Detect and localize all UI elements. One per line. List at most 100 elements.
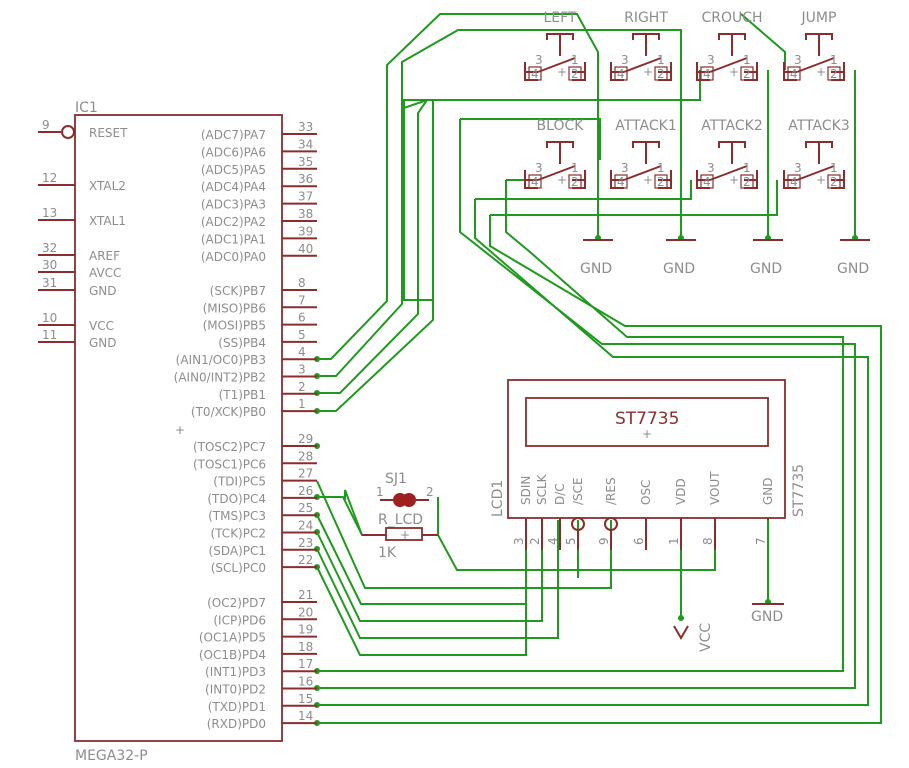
solder-jumper-sj1: SJ1 1 2 [376, 471, 434, 507]
ic-pin-number: 24 [298, 519, 313, 533]
button-label: BLOCK [537, 118, 585, 134]
ic-right-pin-3: 3 (AIN0/INT2)PB2 [174, 363, 317, 385]
ic-pin-number: 3 [298, 363, 306, 377]
lcd-gnd-label: GND [751, 609, 783, 625]
lcd-pin-name: D/C [553, 483, 567, 505]
ic-pin-number: 35 [298, 155, 313, 169]
ic-right-pin-6: 6 (MOSI)PB5 [203, 311, 317, 333]
ic-pin-name: (ICP)PD6 [213, 613, 266, 627]
ic-pin-name: VCC [89, 319, 114, 333]
ic-pin-name: (MOSI)PB5 [203, 319, 266, 333]
button-pin-4: 4 [617, 175, 625, 189]
ic-pin-name: (RXD)PD0 [207, 717, 266, 731]
jumper-pin1: 1 [376, 485, 384, 499]
ic-pin-name: (INT0)PD2 [205, 683, 266, 697]
ic-pin-number: 19 [298, 623, 313, 637]
lcd-pin-number: 1 [667, 537, 681, 545]
ic-right-pin-23: 23(SDA)PC1 [209, 536, 317, 558]
lcd-name: LCD1 [490, 480, 506, 517]
lcd-pin-number: 9 [597, 537, 611, 545]
gnd-symbol-4: GND [837, 239, 870, 277]
ic-pin-number: 21 [298, 588, 313, 602]
ic-pin-name: (SDA)PC1 [209, 544, 266, 558]
ic-pin-number: 29 [298, 432, 313, 446]
button-pin-2: 2 [657, 175, 665, 189]
ic-pin-name: (ADC5)PA5 [201, 163, 266, 177]
svg-text:+: + [729, 65, 739, 79]
ic-right-pin-39: 39(ADC1)PA1 [201, 224, 317, 246]
wire-attack2 [317, 215, 882, 724]
ic-pin-number: 11 [42, 328, 57, 342]
svg-text:+: + [400, 528, 410, 542]
svg-text:+: + [643, 65, 653, 79]
gnd-symbol-2: GND [663, 239, 696, 277]
ic-origin-mark: + [175, 423, 185, 437]
lcd-pin-name: OSC [639, 480, 653, 505]
ic-pin-number: 9 [42, 118, 50, 132]
button-label: CROUCH [701, 10, 762, 26]
ic-pin-number: 12 [42, 171, 57, 185]
wire-jump-link [403, 100, 433, 301]
ic-pin-name: (T1)PB1 [219, 388, 266, 402]
lcd-gnd-symbol: GND [751, 520, 784, 625]
wire-jumper-loop [344, 489, 363, 536]
ic-pin-number: 36 [298, 172, 313, 186]
ic-right-pin-36: 36(ADC4)PA4 [201, 172, 317, 194]
ic-right-pin-21: 21(OC2)PD7 [207, 588, 317, 610]
button-pin-3: 3 [794, 53, 802, 67]
button-pin-4: 4 [790, 175, 798, 189]
lcd-pin-number: 8 [701, 537, 715, 545]
ic-pin-name: (SCL)PC0 [211, 561, 266, 575]
wires [316, 13, 882, 724]
button-label: ATTACK2 [701, 118, 762, 134]
button-pin-2: 2 [657, 67, 665, 81]
button-pin-2: 2 [743, 175, 751, 189]
button-pin-3: 3 [621, 161, 629, 175]
ic-pin-number: 28 [298, 449, 313, 463]
wire-pc0-sce [316, 566, 527, 656]
wire-row1-to-rows2 [460, 118, 601, 160]
ic-pin-number: 6 [298, 311, 306, 325]
ic-pin-number: 34 [298, 137, 313, 151]
gnd-label: GND [750, 261, 782, 277]
button-pin-3: 3 [535, 161, 543, 175]
ic-right-pin-40: 40(ADC0)PA0 [201, 242, 317, 264]
lcd-pin-name: SCLK [535, 473, 549, 505]
button-label: ATTACK1 [615, 118, 676, 134]
ic-pin-name: (ADC0)PA0 [201, 250, 266, 264]
ic-right-pin-20: 20(ICP)PD6 [213, 605, 317, 627]
ic-pin-name: (TOSC1)PC6 [193, 457, 266, 471]
svg-text:+: + [557, 65, 567, 79]
lcd-pin-dc: D/C4 [546, 483, 567, 550]
ic-pin-number: 25 [298, 501, 313, 515]
wire-attack1 [317, 199, 869, 706]
ic-pin-number: 14 [298, 709, 313, 723]
ic-right-pin-24: 24 (TCK)PC2 [211, 519, 317, 541]
ic-pin-name: (TCK)PC2 [211, 527, 267, 541]
ic-right-pin-15: 15(TXD)PD1 [208, 692, 317, 714]
button-pin-2: 2 [830, 67, 838, 81]
ic-pin-name: (TMS)PC3 [208, 509, 266, 523]
button-pin-4: 4 [531, 175, 539, 189]
ic-pin-number: 26 [298, 484, 313, 498]
ic-right-pin-2: 2 (T1)PB1 [219, 380, 317, 402]
ic-right-pin-25: 25 (TMS)PC3 [208, 501, 317, 523]
ic-pin-number: 13 [42, 206, 57, 220]
resistor-name: R_LCD [378, 512, 423, 528]
svg-text:+: + [729, 173, 739, 187]
ic-pin-number: 5 [298, 328, 306, 342]
ic-right-pin-38: 38(ADC2)PA2 [201, 207, 317, 229]
ic-pin-name: (OC1B)PD4 [199, 648, 266, 662]
ic-pin-name: (ADC3)PA3 [201, 198, 266, 212]
ic-pin-name: GND [89, 336, 117, 350]
ic-right-pin-17: 17(INT1)PD3 [205, 657, 317, 679]
ic-pin-name: (AIN0/INT2)PB2 [174, 371, 266, 385]
ic-pin-number: 2 [298, 380, 306, 394]
